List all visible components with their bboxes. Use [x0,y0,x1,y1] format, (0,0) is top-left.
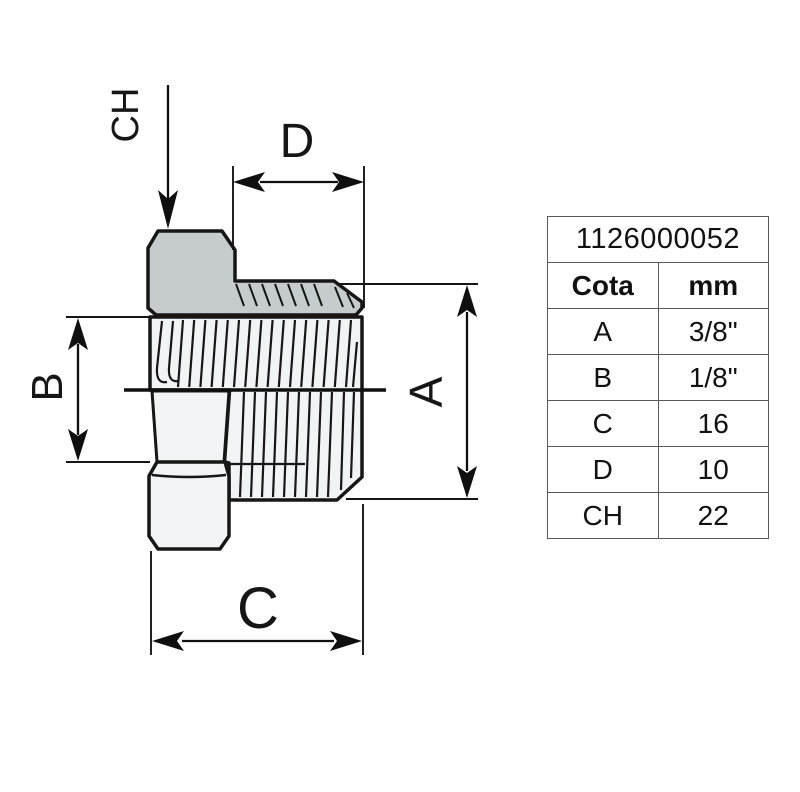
label-ch: CH [105,88,147,143]
value-cell: 16 [657,400,769,447]
hex-chamfer-line [151,473,227,479]
spec-table: 1126000052 Cota mm A 3/8" B 1/8" C 16 D … [547,216,769,539]
label-d: D [280,115,315,168]
technical-drawing: CH D A B [23,85,478,655]
dimension-d: D [232,115,365,308]
value-cell: 10 [657,446,769,493]
dimension-c: C [150,504,364,655]
header-unit: mm [657,262,769,309]
header-row: Cota mm [547,262,769,309]
table-row-b: B 1/8" [547,354,769,401]
thread-hatching-large-lower [229,391,356,498]
hex-head [146,229,364,317]
thread-hatching-chamfer [235,283,355,309]
dimension-ch: CH [105,85,178,229]
thread-hatching-large-upper [155,319,359,388]
table-row-d: D 10 [547,446,769,493]
dimension-b: B [23,316,153,463]
header-dimension: Cota [547,262,659,309]
part-number: 1126000052 [547,216,769,263]
label-a: A [400,376,452,407]
dimension-cell: B [547,354,659,401]
dimension-cell: C [547,400,659,447]
ch-arrowhead [158,190,178,229]
dimension-a: A [336,283,478,500]
table-row-a: A 3/8" [547,308,769,355]
dimension-cell: D [547,446,659,493]
value-cell: 1/8" [657,354,769,401]
dimension-cell: CH [547,492,659,539]
part-number-row: 1126000052 [547,216,769,263]
small-hex-end [147,460,231,551]
dimension-cell: A [547,308,659,355]
value-cell: 3/8" [657,308,769,355]
label-c: C [237,576,279,641]
table-row-c: C 16 [547,400,769,447]
label-b: B [23,372,72,401]
table-row-ch: CH 22 [547,492,769,539]
value-cell: 22 [657,492,769,539]
small-thread-end [150,389,231,464]
